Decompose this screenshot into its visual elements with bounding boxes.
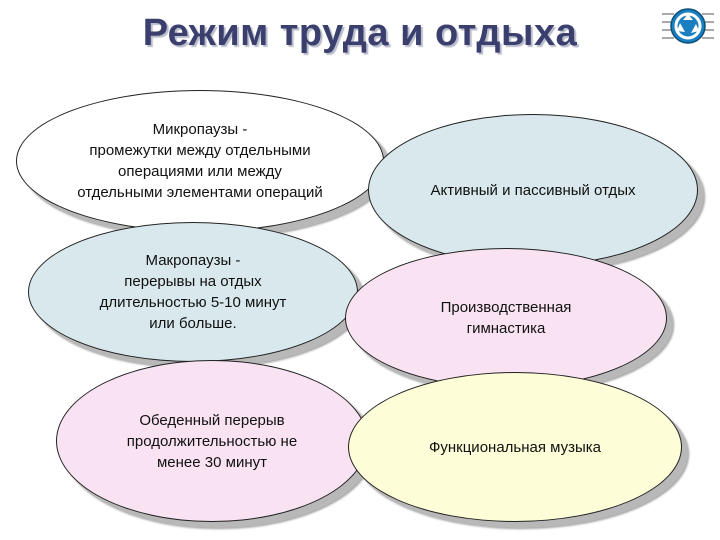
lunch-break-text: Обеденный перерыв продолжительностью не … <box>127 410 297 473</box>
industrial-gymnastics-text: Производственная гимнастика <box>441 297 572 339</box>
lunch-break-line-3: менее 30 минут <box>156 453 267 471</box>
lunch-break-line-2: продолжительностью не <box>126 432 298 450</box>
macropauses-line-2: перерывы на отдых <box>124 273 262 290</box>
lunch-break-line-1: Обеденный перерыв <box>139 411 285 429</box>
macropauses-line-1: Макропаузы - <box>145 252 241 269</box>
micropauses-ellipse: Микропаузы - промежутки между отдельными… <box>16 90 384 232</box>
industrial-gymnastics-ellipse: Производственная гимнастика <box>345 248 667 388</box>
micropauses-line-2: промежутки между отдельными <box>89 142 311 159</box>
micropauses-line-1: Микропаузы - <box>152 121 248 138</box>
micropauses-text: Микропаузы - промежутки между отдельными… <box>77 119 323 203</box>
micropauses-line-4: отдельными элементами операций <box>77 184 323 201</box>
macropauses-text: Макропаузы - перерывы на отдых длительно… <box>100 250 287 334</box>
macropauses-ellipse: Макропаузы - перерывы на отдых длительно… <box>28 222 358 362</box>
industrial-gymnastics-line-2: гимнастика <box>466 320 546 337</box>
functional-music-line-1: Функциональная музыка <box>428 438 602 456</box>
macropauses-line-4: или больше. <box>149 315 237 332</box>
active-passive-rest-line-1: Активный и пассивный отдых <box>430 181 636 199</box>
active-passive-rest-text: Активный и пассивный отдых <box>431 180 636 201</box>
page-title: Режим труда и отдыха <box>142 12 578 54</box>
functional-music-ellipse: Функциональная музыка <box>348 372 682 522</box>
functional-music-text: Функциональная музыка <box>429 437 601 458</box>
industrial-gymnastics-line-1: Производственная <box>440 299 572 316</box>
lunch-break-ellipse: Обеденный перерыв продолжительностью не … <box>56 360 368 522</box>
micropauses-line-3: операциями или между <box>118 163 282 180</box>
macropauses-line-3: длительностью 5-10 минут <box>99 294 287 311</box>
active-passive-rest-ellipse: Активный и пассивный отдых <box>368 114 698 266</box>
recycle-logo-icon <box>662 8 714 44</box>
